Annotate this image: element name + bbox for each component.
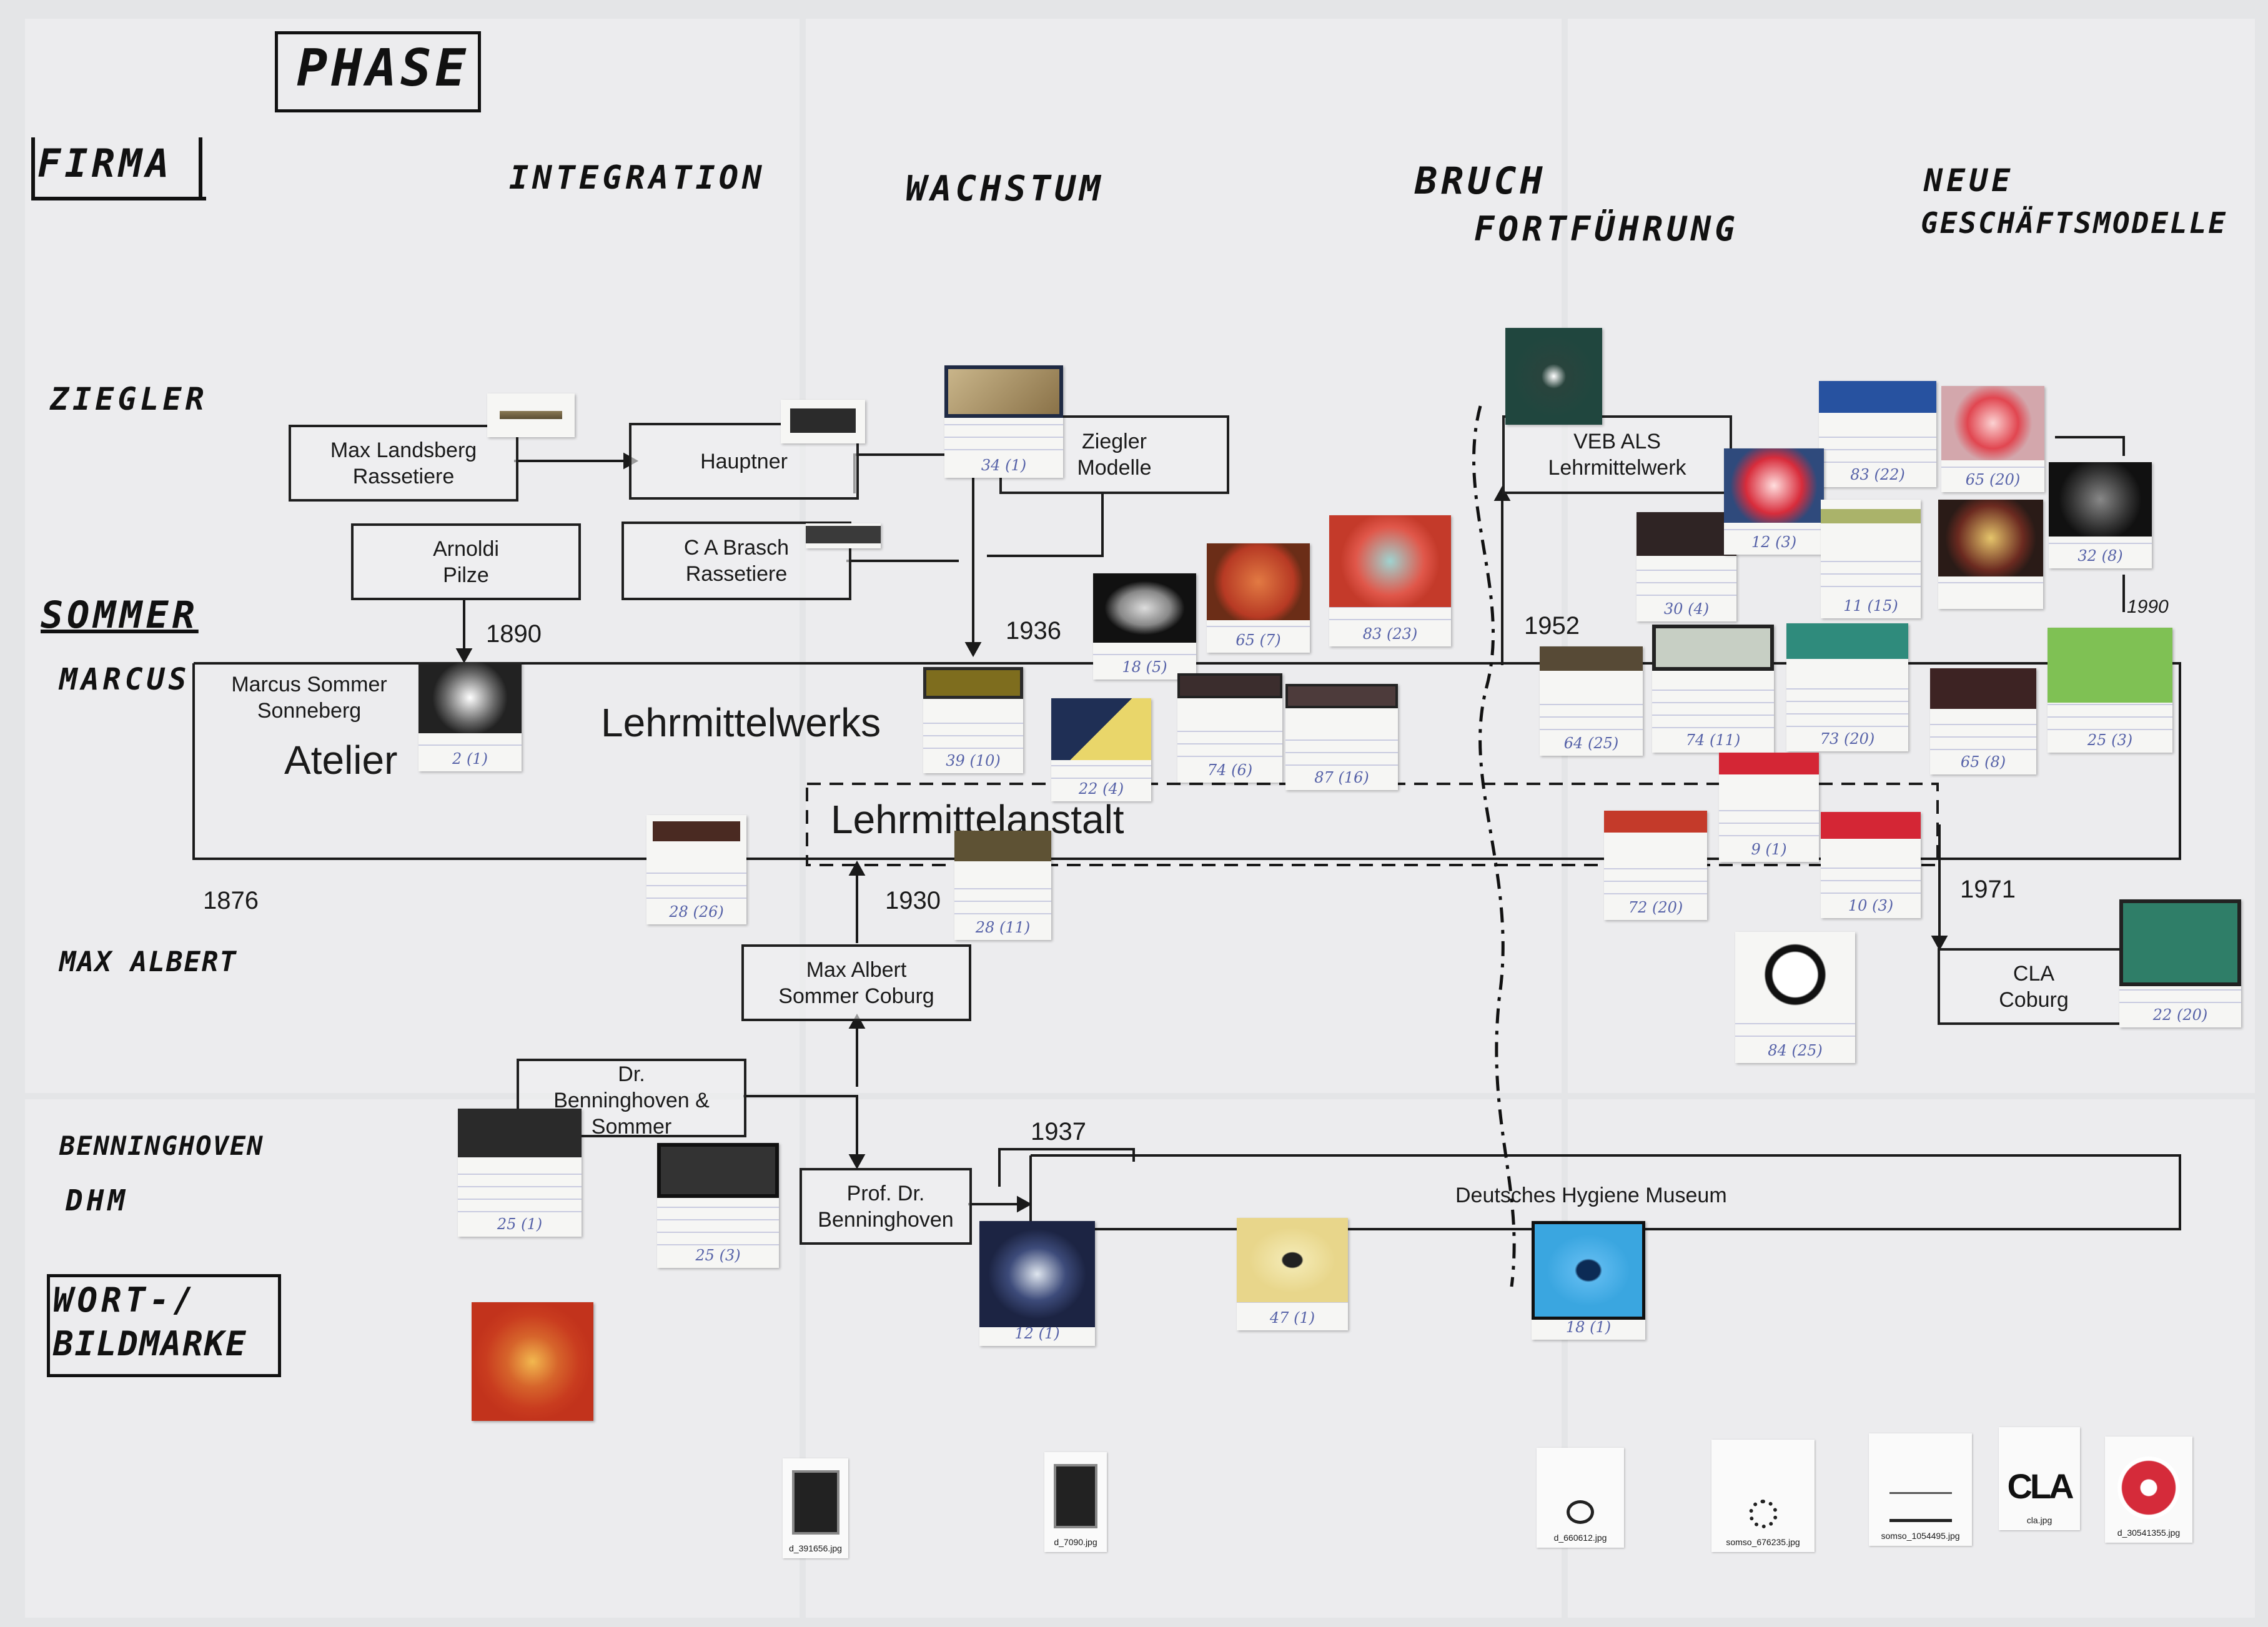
company-box-cla: CLA Coburg [1938,948,2130,1025]
label-card: 65 (20) [1941,386,2044,492]
label-card: 64 (25) [1540,646,1643,756]
label-card: 32 (8) [2049,462,2152,568]
file-thumb-somso-676235: somso_676235.jpg [1711,1440,1815,1552]
label-card: 25 (3) [2048,628,2172,753]
label-card: 65 (7) [1207,543,1310,653]
year-1971: 1971 [1960,876,2016,903]
label-card: 83 (23) [1329,515,1451,646]
row-wort: WORT-/ [53,1280,198,1320]
file-thumb-d-30541355: d_30541355.jpg [2105,1437,2192,1543]
file-thumb-d-391656: d_391656.jpg [783,1458,848,1558]
row-dhm: DHM [66,1184,129,1217]
label-card: 18 (1) [1532,1221,1645,1340]
year-1890: 1890 [486,620,542,648]
eye-logo-icon [2117,1456,2180,1519]
label-card: 83 (22) [1819,381,1936,487]
phase-heading: PHASE [297,39,470,98]
year-1952: 1952 [1524,612,1580,640]
company-box-max-albert: Max Albert Sommer Coburg [741,944,971,1021]
label-card: 25 (1) [458,1109,582,1237]
label-card: 47 (1) [1237,1218,1348,1330]
somso-logo-icon [1889,1492,1952,1522]
label-card [1938,500,2043,609]
phase-heading-frame [275,31,481,112]
file-thumb-somso-1054495: somso_1054495.jpg [1869,1433,1972,1546]
phase-integration: INTEGRATION [509,159,766,197]
label-card [1505,328,1602,425]
file-thumb-d-660612: d_660612.jpg [1537,1448,1624,1548]
phase-bruch: BRUCH [1415,159,1547,203]
label-card: 84 (25) [1735,932,1855,1063]
firma-bar-left [31,137,35,197]
dhm-label: Deutsches Hygiene Museum [1455,1184,1727,1207]
company-box-veb: VEB ALS Lehrmittelwerk [1502,415,1732,494]
label-card: 72 (20) [1604,811,1707,920]
file-thumb-d-7090: d_7090.jpg [1044,1452,1107,1552]
year-1937: 1937 [1031,1118,1086,1145]
label-card [806,523,881,548]
label-card [487,393,575,437]
label-card: 87 (16) [1285,684,1398,790]
company-box-landsberg: Max Landsberg Rassetiere [289,425,518,502]
label-card: 30 (4) [1637,512,1736,621]
firma-underline [31,197,206,200]
label-card: 74 (6) [1177,673,1282,783]
label-card: 22 (4) [1051,698,1151,801]
phase-wachstum: WACHSTUM [906,169,1104,209]
label-card: 65 (8) [1930,668,2036,774]
company-box-arnoldi: Arnoldi Pilze [351,523,581,600]
label-card: 39 (10) [923,667,1023,773]
somso-logo-icon [1748,1500,1778,1528]
wortmarke-frame [47,1274,281,1377]
year-1990: 1990 [2127,596,2169,617]
label-card: 74 (11) [1652,625,1774,753]
firma-heading: FIRMA [37,141,173,186]
company-box-prof-benninghoven: Prof. Dr. Benninghoven [800,1168,972,1245]
row-sommer: SOMMER [41,593,199,637]
phase-lehrmittelwerks: Lehrmittelwerks [601,700,881,745]
label-card: 12 (3) [1724,448,1824,555]
phase-fortfuehrung: FORTFÜHRUNG [1474,209,1739,249]
year-1876: 1876 [203,887,259,914]
file-thumb-cla: CLA cla.jpg [1999,1427,2080,1530]
label-card: 11 (15) [1821,500,1921,618]
label-card: 25 (3) [657,1143,779,1268]
cla-logo-icon: CLA [2007,1466,2074,1506]
label-card: 22 (20) [2119,899,2241,1027]
row-bildmarke: BILDMARKE [53,1324,247,1363]
firma-bar-right [199,137,202,197]
label-card: 2 (1) [418,662,522,771]
label-card: 28 (11) [954,831,1051,940]
label-card: 18 (5) [1093,573,1196,680]
label-card: 28 (26) [646,815,746,924]
year-1930: 1930 [885,887,941,914]
label-card [781,400,865,443]
logo-icon [791,1470,839,1535]
label-card: 34 (1) [944,365,1063,478]
phase-geschaeftsmodelle: GESCHÄFTSMODELLE [1921,206,2228,240]
row-max-albert: MAX ALBERT [59,946,237,978]
row-benninghoven: BENNINGHOVEN [59,1130,264,1161]
label-card: 10 (3) [1821,812,1921,918]
year-1936: 1936 [1006,617,1061,645]
logo-icon [1054,1464,1097,1528]
eye-icon [1567,1500,1594,1524]
row-ziegler: ZIEGLER [50,381,208,417]
label-card: 9 (1) [1719,753,1819,862]
label-card: 12 (1) [979,1221,1095,1346]
row-marcus: MARCUS [59,662,191,697]
marcus-sommer-label: Marcus Sommer Sonneberg [231,673,387,723]
label-card: 73 (20) [1786,623,1908,751]
phase-neue: NEUE [1924,162,2014,199]
brand-emblem-3s [472,1302,593,1421]
phase-atelier: Atelier [284,738,398,783]
